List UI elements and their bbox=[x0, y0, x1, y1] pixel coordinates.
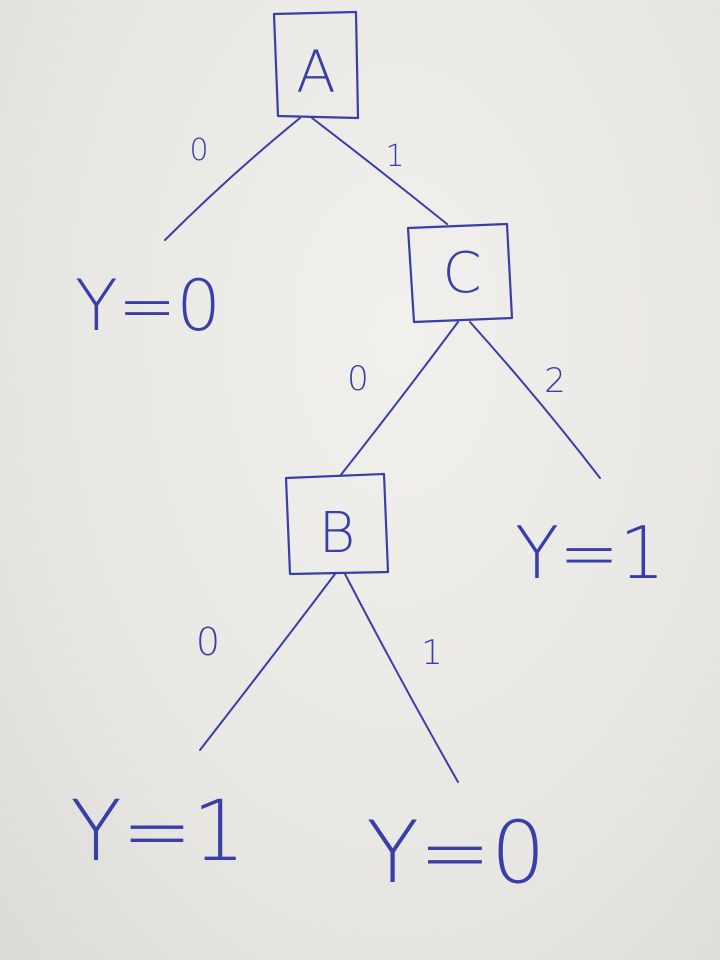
node-a: A bbox=[272, 10, 360, 120]
edge-b-left-label: 0 bbox=[196, 620, 220, 664]
leaf-b-right: Y=0 bbox=[366, 803, 545, 903]
edge-b-left bbox=[199, 573, 336, 751]
node-a-box bbox=[272, 10, 360, 120]
edge-a-right bbox=[311, 117, 448, 225]
edge-c-left bbox=[339, 321, 459, 477]
leaf-a-left: Y=0 bbox=[75, 265, 221, 347]
edge-c-left-label: 0 bbox=[347, 359, 369, 399]
edge-c-right bbox=[469, 321, 601, 479]
leaf-c-right: Y=1 bbox=[515, 511, 665, 595]
node-c-label: C bbox=[442, 241, 481, 306]
node-b: B bbox=[284, 472, 390, 576]
edge-a-right-label: 1 bbox=[385, 139, 404, 174]
edge-b-right-label: 1 bbox=[421, 633, 443, 673]
node-a-label: A bbox=[296, 38, 336, 106]
edge-c-right-label: 2 bbox=[544, 361, 566, 401]
node-c-box bbox=[406, 222, 514, 324]
node-c: C bbox=[406, 222, 514, 324]
node-b-box bbox=[284, 472, 390, 576]
edge-a-left bbox=[164, 117, 301, 241]
edge-a-left-label: 0 bbox=[189, 133, 208, 168]
node-b-label: B bbox=[319, 501, 356, 566]
edge-b-right bbox=[344, 573, 459, 783]
leaf-b-left: Y=1 bbox=[70, 782, 245, 880]
